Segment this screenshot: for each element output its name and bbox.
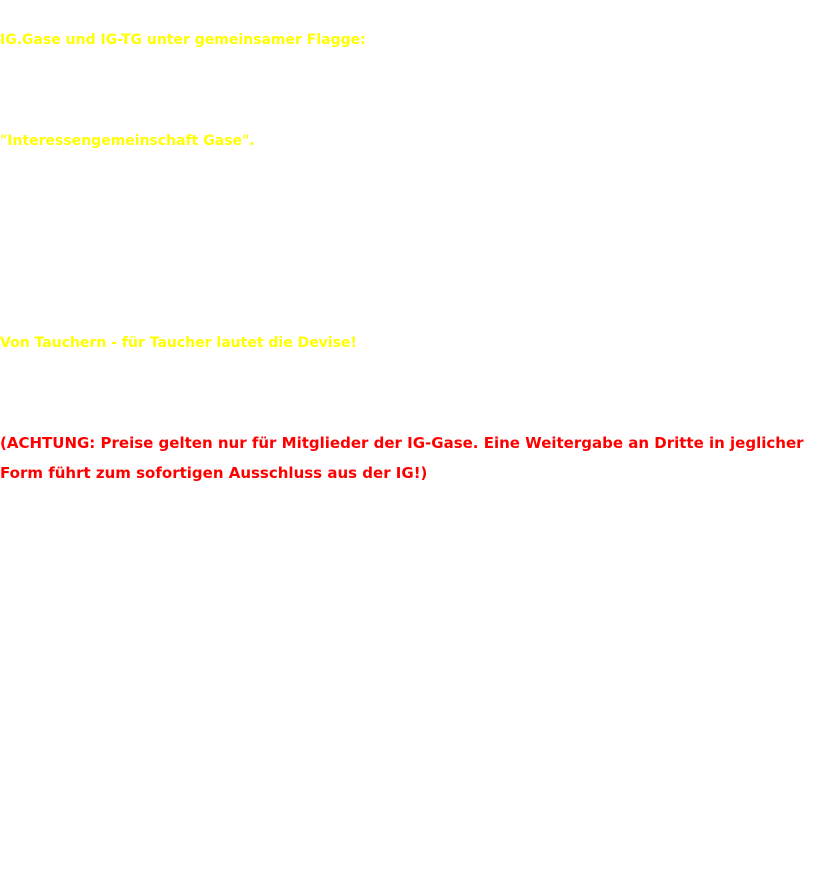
organization-name-text: "Interessengemeinschaft Gase". — [0, 133, 255, 149]
motto-text: Von Tauchern - für Taucher lautet die De… — [0, 335, 357, 351]
headline-text: IG.Gase und IG-TG unter gemeinsamer Flag… — [0, 32, 366, 48]
warning-notice: (ACHTUNG: Preise gelten nur für Mitglied… — [0, 434, 804, 482]
